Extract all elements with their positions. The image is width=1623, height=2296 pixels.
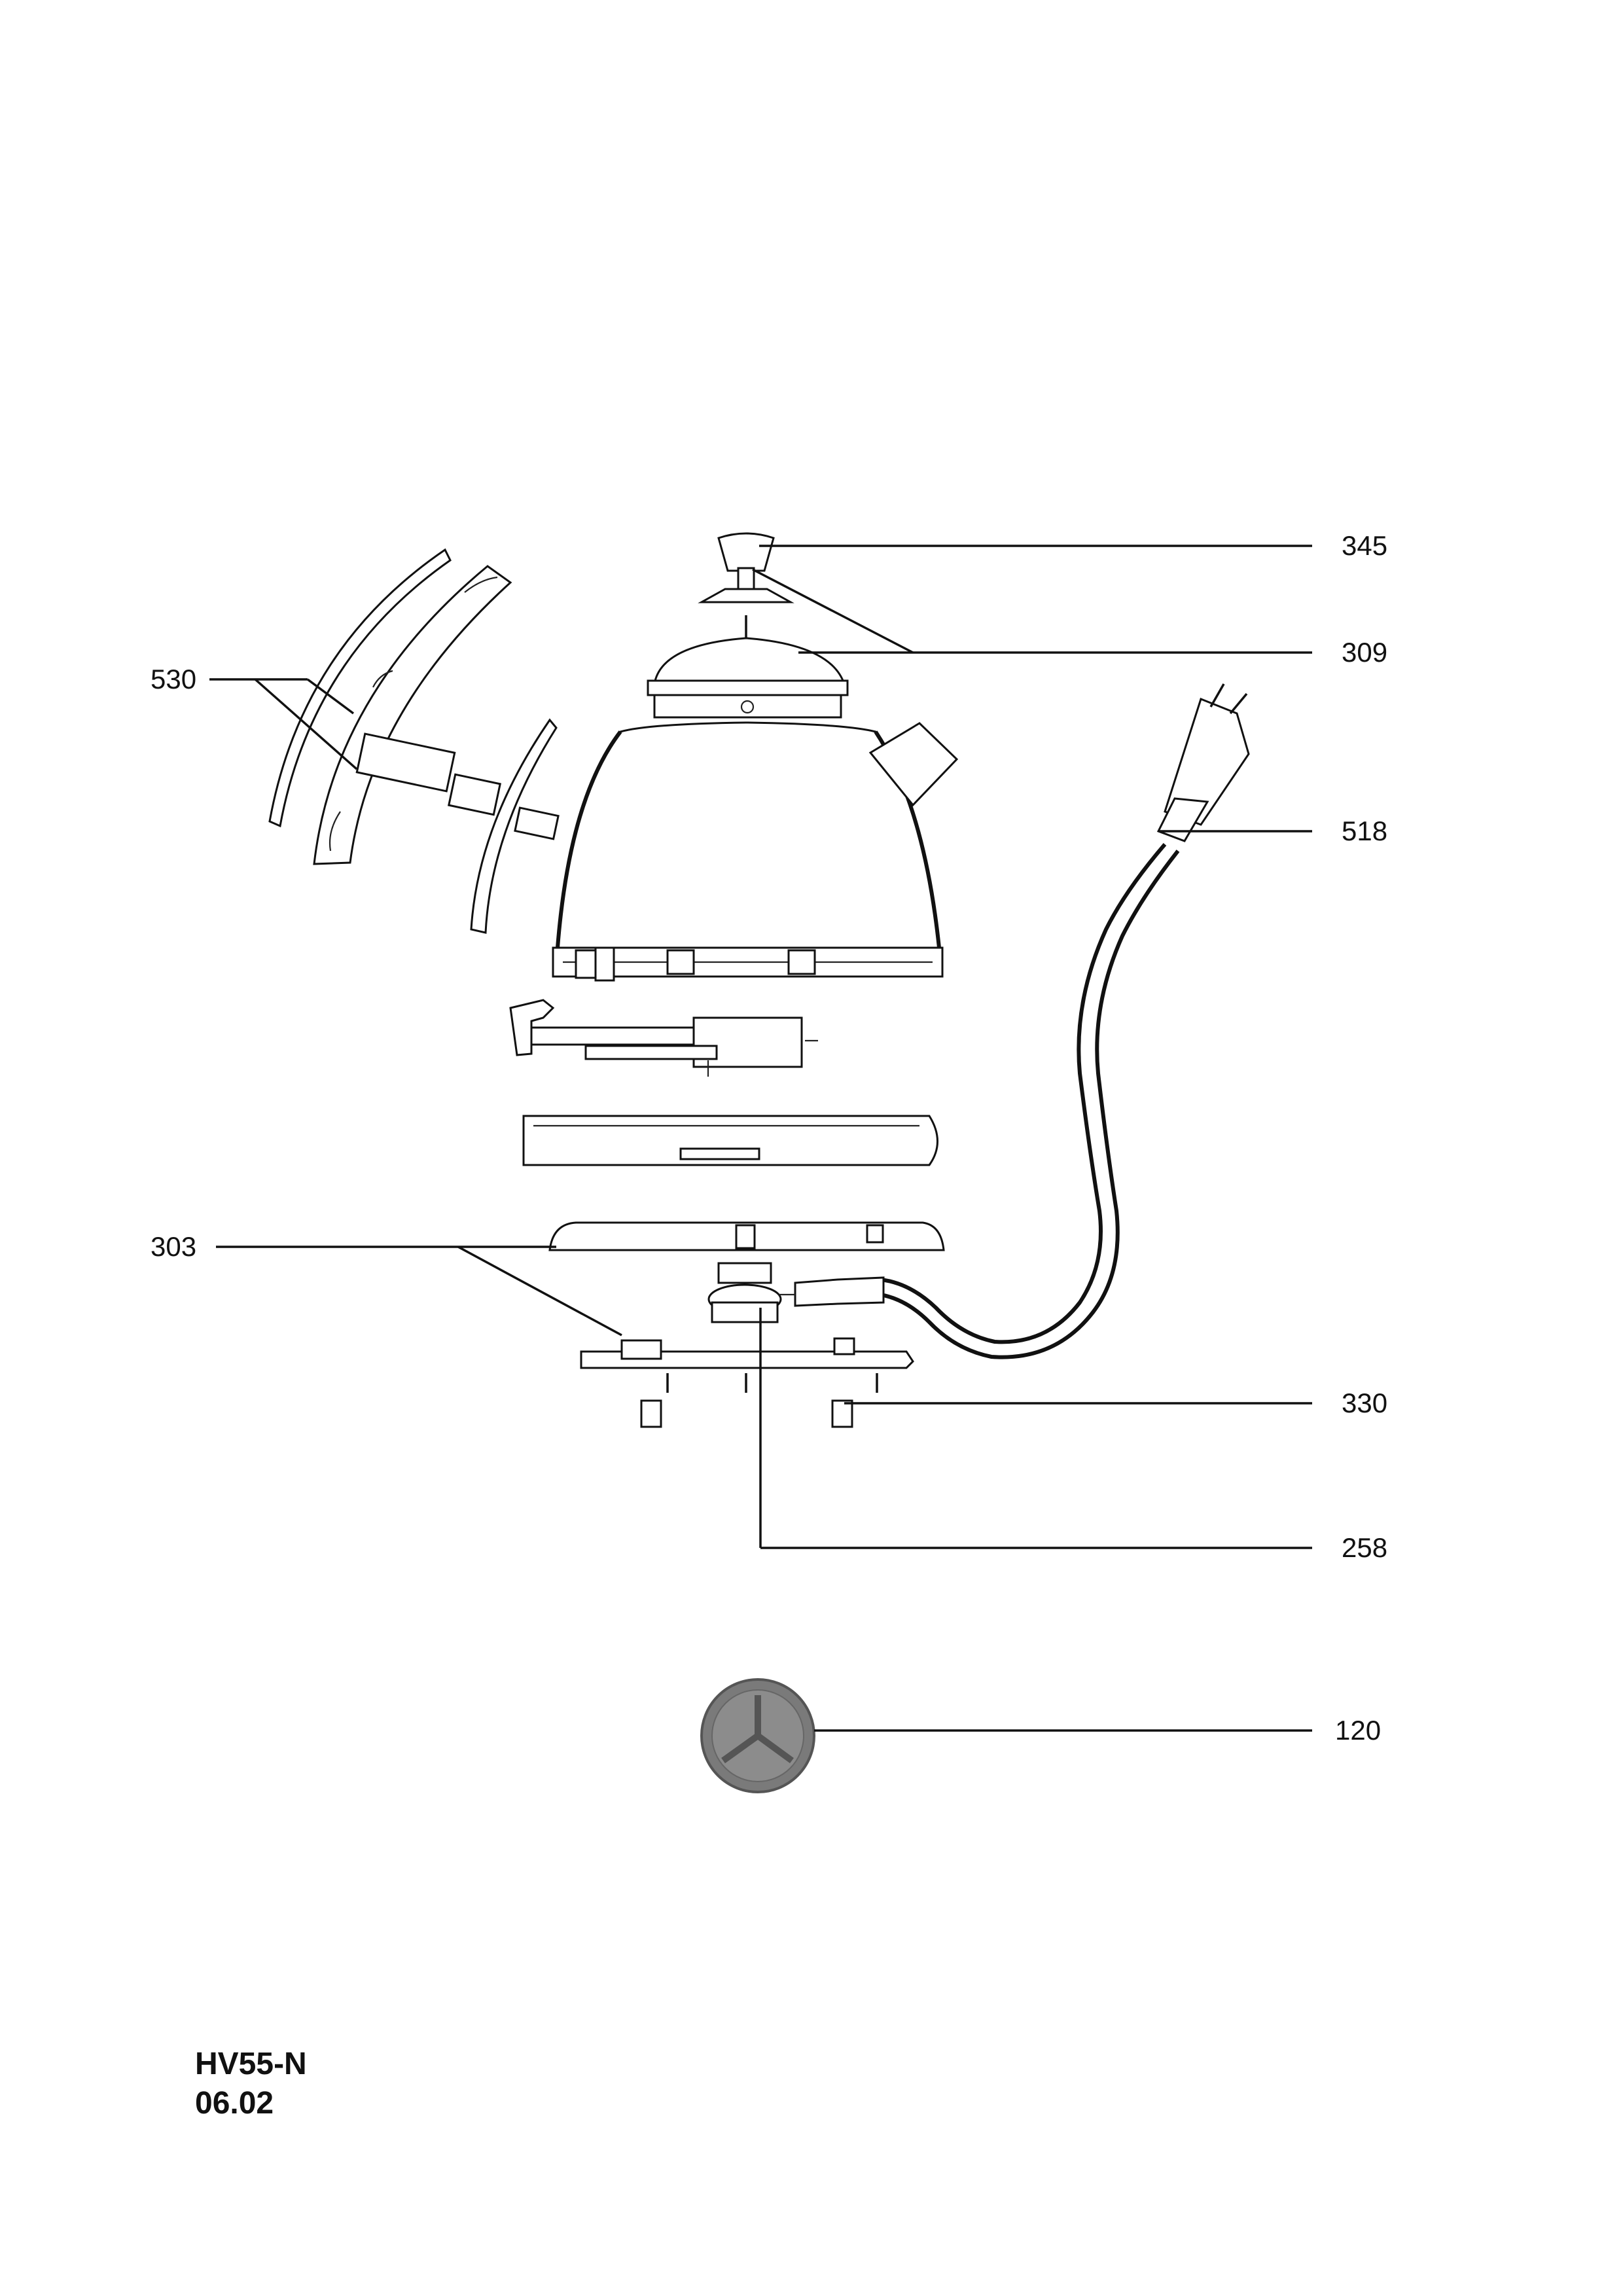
handle-part [268, 548, 560, 934]
connector-part [707, 1262, 782, 1323]
feet-part [640, 1399, 853, 1428]
callout-330: 330 [1342, 1388, 1388, 1418]
callout-530: 530 [151, 664, 197, 694]
leader-lines [209, 545, 1312, 1732]
revision-date: 06.02 [195, 2086, 274, 2121]
switch-mechanism-part [509, 999, 818, 1077]
callout-345: 345 [1342, 530, 1388, 561]
screws-part [666, 1373, 878, 1393]
bottom-cover-part [580, 1337, 914, 1369]
callout-518: 518 [1342, 816, 1388, 846]
callout-258: 258 [1342, 1532, 1388, 1563]
base-housing-part [522, 1115, 938, 1166]
callout-309: 309 [1342, 637, 1388, 668]
callout-303: 303 [151, 1231, 197, 1262]
power-cord-part [779, 683, 1250, 1359]
filter-part [700, 1678, 815, 1793]
lid-knob-part [698, 532, 794, 603]
callout-120: 120 [1335, 1715, 1382, 1746]
base-plate-part [548, 1221, 945, 1251]
lid-part [647, 615, 849, 719]
kettle-body-part [552, 721, 959, 982]
model-number: HV55-N [195, 2047, 307, 2081]
